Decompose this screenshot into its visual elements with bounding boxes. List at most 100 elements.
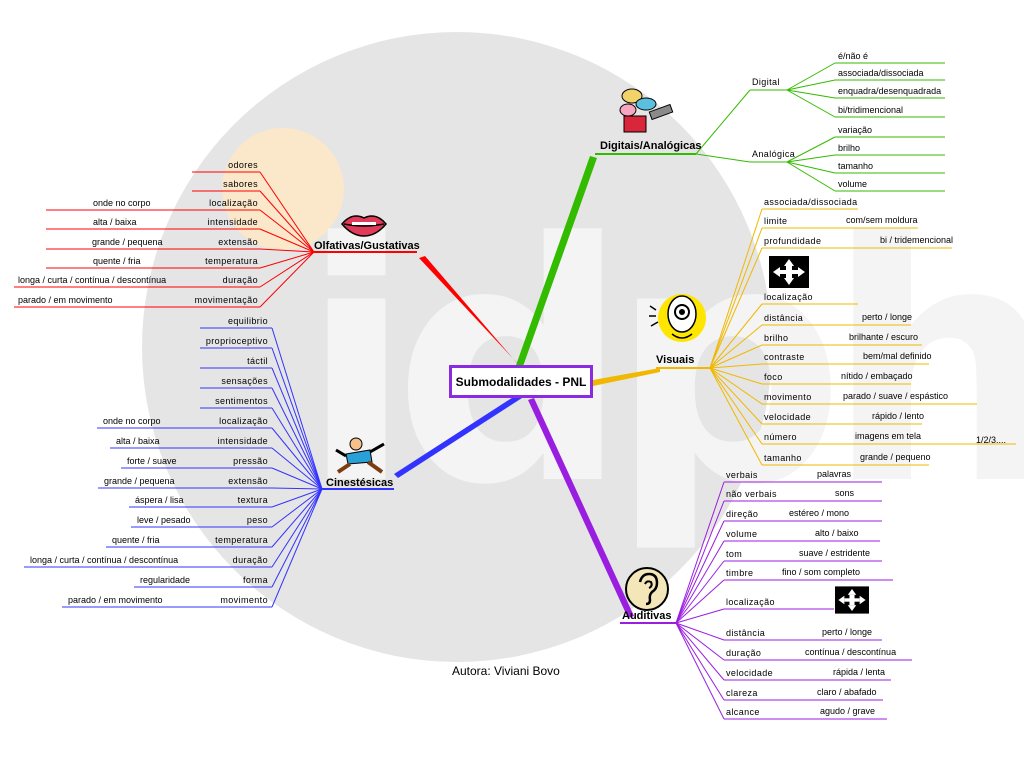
olfativas-value[interactable]: quente / fria [93, 256, 141, 266]
olfativas-value[interactable]: parado / em movimento [18, 295, 113, 305]
visuais-value[interactable]: brilhante / escuro [849, 332, 919, 342]
auditivas-item[interactable]: clareza [726, 688, 758, 698]
olfativas-value[interactable]: grande / pequena [92, 237, 163, 247]
auditivas-item[interactable]: duração [726, 648, 762, 658]
cinestesicas-value[interactable]: quente / fria [112, 535, 160, 545]
auditivas-value[interactable]: estéreo / mono [789, 508, 850, 518]
branch-title-digitais[interactable]: Digitais/Analógicas [600, 140, 702, 152]
olfativas-item[interactable]: intensidade [207, 217, 258, 227]
cinestesicas-item[interactable]: localização [219, 416, 268, 426]
digitais-item[interactable]: tamanho [838, 161, 874, 171]
auditivas-item[interactable]: localização [726, 597, 775, 607]
auditivas-item[interactable]: alcance [726, 707, 760, 717]
visuais-value[interactable]: grande / pequeno [860, 452, 931, 462]
visuais-item[interactable]: localização [764, 292, 813, 302]
olfativas-value[interactable]: alta / baixa [93, 217, 137, 227]
digitais-item[interactable]: brilho [838, 143, 861, 153]
cinestesicas-value[interactable]: leve / pesado [137, 515, 191, 525]
cinestesicas-item[interactable]: textura [237, 495, 268, 505]
cinestesicas-item[interactable]: sensações [221, 376, 268, 386]
olfativas-value[interactable]: onde no corpo [93, 198, 151, 208]
auditivas-value[interactable]: claro / abafado [817, 687, 877, 697]
cinestesicas-item[interactable]: duração [232, 555, 268, 565]
visuais-item[interactable]: foco [764, 372, 783, 382]
auditivas-value[interactable]: alto / baixo [815, 528, 859, 538]
digitais-group-label[interactable]: Analógica [752, 149, 796, 159]
cinestesicas-item[interactable]: extensão [228, 476, 268, 486]
auditivas-value[interactable]: agudo / grave [820, 706, 876, 716]
digitais-group-label[interactable]: Digital [752, 77, 780, 87]
visuais-extra[interactable]: 1/2/3.... [976, 435, 1007, 445]
branch-title-cinestesicas[interactable]: Cinestésicas [326, 477, 394, 489]
auditivas-value[interactable]: rápida / lenta [833, 667, 886, 677]
auditivas-item[interactable]: não verbais [726, 489, 777, 499]
auditivas-value[interactable]: contínua / descontínua [805, 647, 897, 657]
auditivas-item[interactable]: volume [726, 529, 758, 539]
cinestesicas-item[interactable]: peso [246, 515, 268, 525]
cinestesicas-item[interactable]: sentimentos [215, 396, 268, 406]
cinestesicas-value[interactable]: grande / pequena [104, 476, 175, 486]
visuais-item[interactable]: associada/dissociada [764, 197, 858, 207]
cinestesicas-value[interactable]: parado / em movimento [68, 595, 163, 605]
cinestesicas-value[interactable]: onde no corpo [103, 416, 161, 426]
auditivas-item[interactable]: timbre [726, 568, 754, 578]
auditivas-item[interactable]: distância [726, 628, 766, 638]
central-topic[interactable]: Submodalidades - PNL [449, 365, 593, 398]
visuais-value[interactable]: com/sem moldura [846, 215, 918, 225]
digitais-item[interactable]: variação [838, 125, 873, 135]
auditivas-value[interactable]: fino / som completo [782, 567, 861, 577]
auditivas-value[interactable]: suave / estridente [799, 548, 871, 558]
visuais-value[interactable]: bem/mal definido [863, 351, 932, 361]
visuais-value[interactable]: nítido / embaçado [841, 371, 913, 381]
visuais-item[interactable]: brilho [764, 333, 789, 343]
cinestesicas-item[interactable]: movimento [220, 595, 268, 605]
visuais-item[interactable]: número [764, 432, 797, 442]
cinestesicas-item[interactable]: forma [242, 575, 268, 585]
digitais-item[interactable]: volume [838, 179, 868, 189]
olfativas-item[interactable]: temperatura [205, 256, 258, 266]
olfativas-item[interactable]: extensão [218, 237, 258, 247]
olfativas-value[interactable]: longa / curta / contínua / descontínua [18, 275, 167, 285]
olfativas-item[interactable]: movimentação [194, 295, 258, 305]
auditivas-value[interactable]: perto / longe [822, 627, 873, 637]
visuais-value[interactable]: rápido / lento [872, 411, 925, 421]
visuais-item[interactable]: movimento [764, 392, 812, 402]
visuais-item[interactable]: tamanho [764, 453, 802, 463]
cinestesicas-item[interactable]: intensidade [217, 436, 268, 446]
visuais-value[interactable]: bi / tridemencional [880, 235, 954, 245]
auditivas-value[interactable]: palavras [817, 469, 852, 479]
cinestesicas-value[interactable]: forte / suave [127, 456, 177, 466]
branch-title-olfativas[interactable]: Olfativas/Gustativas [314, 240, 420, 252]
visuais-value[interactable]: perto / longe [862, 312, 913, 322]
visuais-value[interactable]: parado / suave / espástico [843, 391, 949, 401]
visuais-item[interactable]: profundidade [764, 236, 822, 246]
cinestesicas-item[interactable]: pressão [233, 456, 268, 466]
cinestesicas-value[interactable]: regularidade [140, 575, 191, 585]
cinestesicas-item[interactable]: equilibrio [227, 316, 268, 326]
auditivas-value[interactable]: sons [835, 488, 855, 498]
branch-title-visuais[interactable]: Visuais [656, 354, 695, 366]
cinestesicas-value[interactable]: alta / baixa [116, 436, 160, 446]
digitais-item[interactable]: é/não é [838, 51, 869, 61]
digitais-item[interactable]: associada/dissociada [838, 68, 924, 78]
cinestesicas-item[interactable]: táctil [247, 356, 268, 366]
visuais-item[interactable]: distância [764, 313, 804, 323]
olfativas-item[interactable]: sabores [223, 179, 258, 189]
auditivas-item[interactable]: direção [726, 509, 759, 519]
auditivas-item[interactable]: tom [726, 549, 743, 559]
cinestesicas-item[interactable]: proprioceptivo [205, 336, 268, 346]
digitais-item[interactable]: enquadra/desenquadrada [838, 86, 942, 96]
olfativas-item[interactable]: localização [209, 198, 258, 208]
digitais-item[interactable]: bi/tridimencional [838, 105, 904, 115]
cinestesicas-value[interactable]: longa / curta / contínua / descontínua [30, 555, 179, 565]
olfativas-item[interactable]: odores [228, 160, 258, 170]
visuais-item[interactable]: contraste [764, 352, 805, 362]
auditivas-item[interactable]: velocidade [726, 668, 774, 678]
olfativas-item[interactable]: duração [222, 275, 258, 285]
visuais-item[interactable]: velocidade [764, 412, 812, 422]
visuais-item[interactable]: limite [764, 216, 788, 226]
branch-title-auditivas[interactable]: Auditivas [622, 610, 672, 622]
cinestesicas-value[interactable]: áspera / lisa [135, 495, 184, 505]
cinestesicas-item[interactable]: temperatura [215, 535, 268, 545]
visuais-value[interactable]: imagens em tela [855, 431, 922, 441]
